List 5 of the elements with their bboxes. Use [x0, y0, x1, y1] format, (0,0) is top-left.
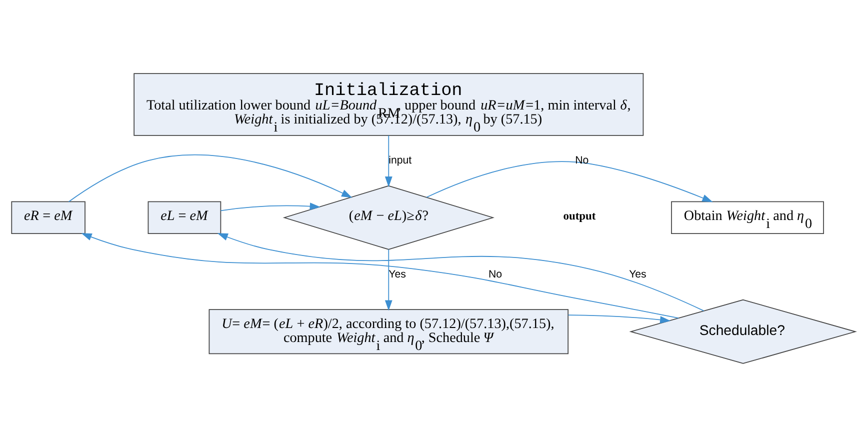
edge-label: No: [488, 268, 502, 280]
edge-label: input: [388, 154, 412, 166]
edge-label: Yes: [629, 268, 646, 280]
label: output: [563, 210, 596, 223]
edge-label: Yes: [388, 268, 406, 280]
